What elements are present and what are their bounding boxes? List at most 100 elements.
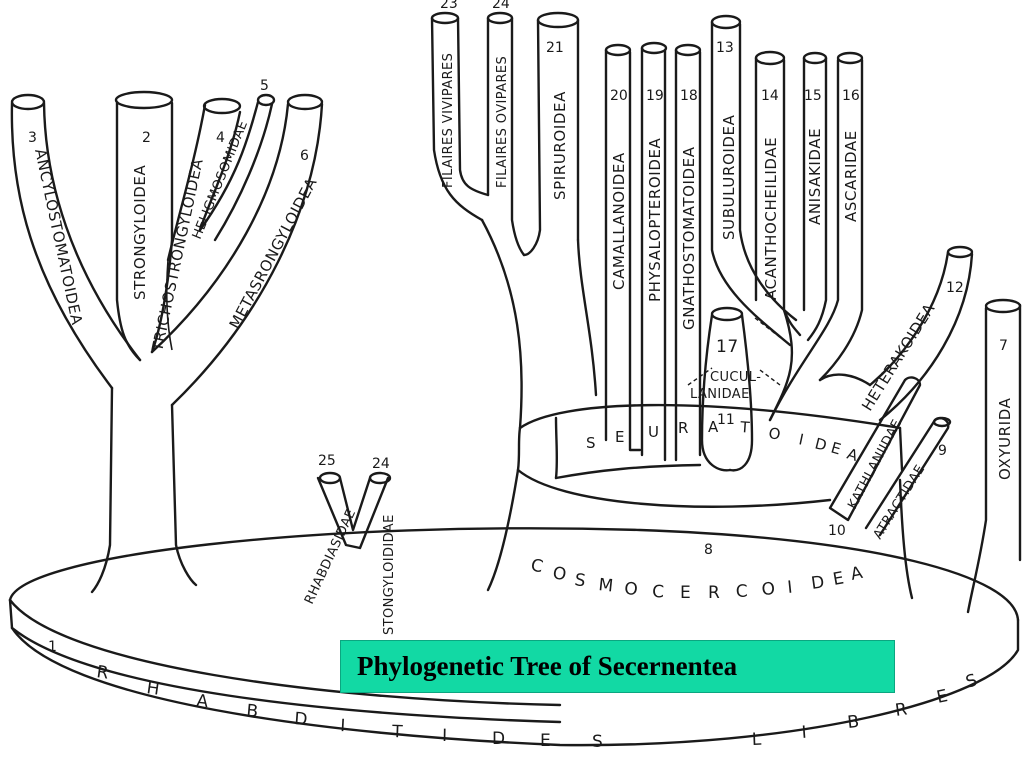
taxon-24b-number: 24: [372, 456, 390, 472]
rhabdiasidae-branch: [316, 471, 392, 550]
taxon-12-number: 12: [946, 280, 964, 296]
taxon-17-label-2: LANIDAE: [690, 387, 750, 402]
title-banner: Phylogenetic Tree of Secernentea: [340, 640, 895, 693]
taxon-2-label: STRONGYLOIDEA: [131, 165, 149, 300]
cosmo-letter-4: O: [624, 579, 639, 600]
taxon-13-number: 13: [716, 40, 734, 56]
base-letter-right-1: I: [801, 723, 808, 743]
taxon-24b-label: STONGYLOIDIDAE: [382, 514, 397, 635]
seurat-letter-8: D: [813, 434, 829, 454]
base-letter-left-9: E: [540, 731, 551, 751]
taxon-15-label: ANISAKIDAE: [806, 128, 824, 225]
taxon-21-number: 21: [546, 40, 564, 56]
taxon-4-label: TRICHOSTRONGYLOIDEA: [148, 157, 207, 354]
spirurida-branch: [430, 11, 598, 430]
base-letter-right-0: L: [751, 730, 762, 750]
taxon-6-number: 6: [300, 148, 309, 164]
seurat-letter-6: O: [767, 424, 782, 444]
strongylida-tree: [10, 90, 324, 594]
base-disc-rhabditides-libres: [8, 527, 1020, 747]
cosmo-letter-10: I: [786, 578, 794, 598]
seurat-letter-5: T: [739, 418, 751, 437]
seurat-letter-2: U: [648, 423, 660, 441]
taxon-17-number: 17: [716, 337, 739, 357]
taxon-19-label: PHYSALOPTEROIDEA: [646, 137, 664, 302]
taxon-21-label: SPIRUROIDEA: [551, 91, 569, 200]
tubes-20-19-18: [604, 41, 702, 462]
taxon-11-number: 11: [717, 412, 735, 428]
cosmo-letter-7: R: [708, 583, 720, 603]
cosmo-letter-3: M: [597, 575, 614, 596]
taxon-16-label: ASCARIDAE: [842, 130, 860, 222]
oxyurida-branch: [966, 298, 1022, 614]
base-letter-left-1: H: [145, 678, 161, 700]
taxon-17-label-1: CUCUL-: [710, 370, 761, 385]
seurat-letter-4: A: [708, 418, 719, 436]
base-letter-left-5: I: [340, 716, 347, 736]
taxon-9-number: 9: [938, 443, 947, 459]
cosmo-letter-6: E: [680, 583, 691, 603]
seurat-letter-1: E: [615, 428, 625, 446]
cosmo-letter-11: D: [810, 572, 826, 594]
base-letters-left: R H A B D I T I D E S: [95, 662, 603, 752]
taxon-7-number: 7: [999, 338, 1008, 354]
base-letter-left-3: B: [246, 701, 260, 722]
cosmocercoidea-cylinder: [486, 468, 914, 600]
base-letters-right: L I B R ES: [751, 670, 980, 750]
taxon-20-label: CAMALLANOIDEA: [610, 152, 628, 290]
taxon-18-number: 18: [680, 88, 698, 104]
taxon-5-number: 5: [260, 78, 269, 94]
cosmo-letter-8: C: [735, 582, 748, 602]
seurat-letter-3: R: [678, 419, 689, 437]
kathlaniidae-atractidae-branches: [828, 376, 952, 537]
taxon-24-label: FILAIRES OVIPARES: [495, 56, 510, 188]
taxon-25-label: RHABDIASIDAE: [302, 507, 359, 607]
taxon-19-number: 19: [646, 88, 664, 104]
cosmo-letter-0: C: [529, 555, 545, 577]
taxon-18-label: GNATHOSTOMATOIDEA: [680, 146, 698, 330]
taxon-12-label: HETERAKOIDEA: [858, 300, 939, 414]
taxon-14-label: ACANTHOCHEILIDAE: [762, 137, 780, 300]
base-number: 1: [48, 639, 57, 655]
cosmo-letter-2: S: [573, 570, 587, 591]
base-letter-left-2: A: [195, 691, 209, 712]
taxon-16-number: 16: [842, 88, 860, 104]
cosmocercoidea-number: 8: [704, 542, 713, 558]
taxon-25-number: 25: [318, 453, 336, 469]
base-letter-right-5: S: [963, 670, 980, 693]
seurat-letter-10: A: [845, 445, 861, 466]
ascaridida-branches: [710, 14, 974, 422]
base-letter-left-7: I: [442, 726, 448, 746]
base-letter-left-6: T: [391, 722, 404, 742]
page-title: Phylogenetic Tree of Secernentea: [357, 651, 738, 681]
cosmo-letter-13: A: [849, 563, 865, 585]
taxon-23-label: FILAIRES VIVIPARES: [441, 53, 456, 188]
seurat-letter-9: E: [829, 439, 844, 459]
taxon-2-number: 2: [142, 130, 151, 146]
taxon-10-number: 10: [828, 523, 846, 539]
taxon-24-number: 24: [492, 0, 510, 12]
taxon-15-number: 15: [804, 88, 822, 104]
base-letter-left-10: S: [592, 732, 603, 752]
tube-17-cucullanidae: [687, 306, 791, 472]
taxon-20-number: 20: [610, 88, 628, 104]
base-letter-left-0: R: [95, 662, 110, 684]
seurat-letter-7: I: [797, 430, 806, 449]
taxon-3-number: 3: [28, 130, 37, 146]
seuratoidea-ring: [516, 403, 904, 480]
taxon-7-label: OXYURIDA: [996, 397, 1014, 480]
base-letter-left-4: D: [294, 709, 309, 730]
base-letter-right-4: E: [935, 686, 950, 708]
cosmo-letter-5: C: [652, 582, 665, 602]
base-letter-left-8: D: [492, 729, 506, 749]
taxon-14-number: 14: [761, 88, 779, 104]
taxon-4-number: 4: [216, 130, 225, 146]
cosmo-letter-1: O: [551, 563, 568, 585]
base-letter-right-3: R: [894, 699, 909, 721]
taxon-13-label: SUBULUROIDEA: [720, 114, 738, 240]
base-letter-right-2: B: [846, 712, 860, 733]
taxon-23-number: 23: [440, 0, 458, 12]
